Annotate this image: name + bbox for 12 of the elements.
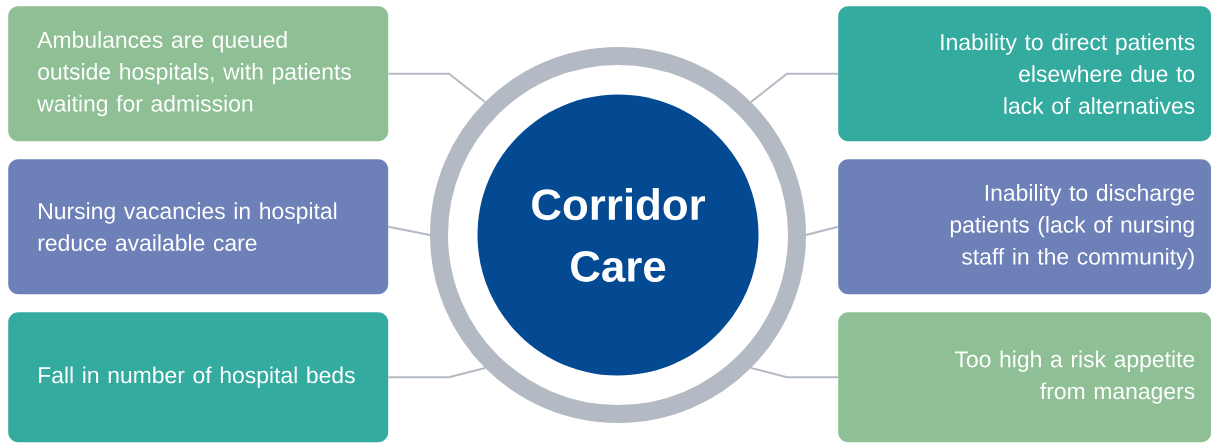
connector-line (387, 366, 487, 379)
connector-line (749, 366, 839, 379)
connector-line (805, 225, 839, 236)
cause-box: Too high a risk appetite from managers (838, 312, 1211, 443)
cause-box: Inability to discharge patients (lack of nursing staff in the community) (838, 159, 1211, 295)
connector-line (387, 225, 431, 236)
connector-line (749, 72, 839, 104)
connector-line (387, 72, 487, 104)
cause-box: Ambulances are queued outside hospitals, with patients waiting for admission (8, 6, 389, 142)
cause-box: Fall in number of hospital beds (8, 312, 389, 443)
cause-box: Inability to direct patients elsewhere due to lack of alternatives (838, 6, 1211, 142)
cause-box: Nursing vacancies in hospital reduce available care (8, 159, 389, 295)
